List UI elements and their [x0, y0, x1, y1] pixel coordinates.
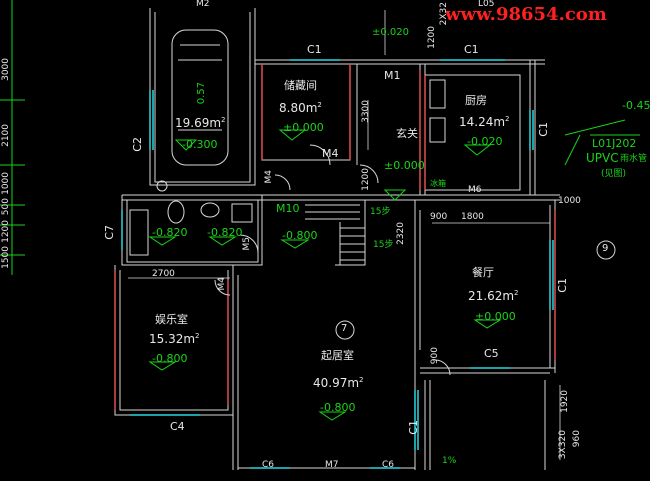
right-pipe-note: 雨水管 — [620, 154, 648, 164]
label-m4-c: M4 — [217, 277, 227, 291]
label-c1-dining-side: C1 — [556, 278, 569, 293]
label-m7: M7 — [325, 460, 339, 470]
bath1-level: -0.820 — [152, 226, 188, 239]
entertainment-name: 娱乐室 — [155, 313, 188, 326]
dim-900-a: 900 — [430, 212, 448, 222]
label-c1-top-left: C1 — [307, 43, 322, 56]
dim-3300: 3300 — [361, 100, 371, 123]
stair-steps-b: 15步 — [373, 240, 394, 250]
bath2-level: -0.820 — [207, 226, 243, 239]
left-axis-500: 500 — [1, 198, 11, 216]
foyer-level: ±0.000 — [384, 159, 425, 172]
hall-small-level: -0.800 — [282, 229, 318, 242]
dim-960: 960 — [572, 430, 582, 448]
dim-1200-mid: 1200 — [361, 168, 371, 191]
left-axis-1500: 1500 — [1, 246, 11, 269]
dining-level: ±0.000 — [475, 310, 516, 323]
cold-room-name: 储藏间 — [284, 79, 317, 92]
entertainment-area: 15.32m2 — [149, 332, 200, 346]
right-pipe: UPVC — [586, 151, 619, 165]
dim-1000: 1000 — [558, 196, 581, 206]
circle-mark-9: 9 — [602, 243, 609, 254]
right-pipe-note2: (见图) — [601, 169, 627, 179]
garage-level: -0.300 — [182, 138, 218, 151]
label-c7: C7 — [103, 225, 116, 240]
bath-fixtures — [129, 79, 446, 256]
left-axis-1000: 1000 — [1, 172, 11, 195]
label-c1-kitchen-side: C1 — [537, 122, 550, 137]
label-c6-left: C6 — [262, 460, 275, 470]
label-m5: M5 — [242, 237, 252, 251]
door-swings — [214, 144, 451, 376]
label-m4-b: M4 — [264, 170, 274, 184]
dining-area: 21.62m2 — [468, 289, 519, 303]
foyer-name: 玄关 — [396, 127, 418, 140]
entertainment-level: -0.800 — [152, 352, 188, 365]
label-m10: M10 — [276, 202, 300, 215]
left-axis-2100: 2100 — [1, 124, 11, 147]
label-m2: M2 — [196, 0, 210, 9]
circle-mark-7: 7 — [341, 323, 348, 334]
label-c2: C2 — [131, 137, 144, 152]
left-axis-1200: 1200 — [1, 220, 11, 243]
dim-1920: 1920 — [560, 390, 570, 413]
axis-lines — [0, 0, 640, 275]
label-c6-right: C6 — [382, 460, 395, 470]
dim-2320: 2320 — [396, 222, 406, 245]
label-m4-a: M4 — [322, 147, 339, 160]
dim-1200-top: 1200 — [427, 26, 437, 49]
dim-top-level: ±0.020 — [372, 27, 410, 38]
car-outline — [156, 29, 229, 192]
cold-room-area: 8.80m2 — [279, 101, 322, 115]
garage-area: 19.69m2 — [175, 116, 226, 130]
kitchen-level: -0.020 — [467, 135, 503, 148]
dim-900-b: 900 — [430, 347, 440, 365]
label-l05: L05 — [478, 0, 495, 9]
level-markers — [148, 129, 502, 421]
red-wall-lines — [114, 64, 556, 410]
dimension-lines — [128, 10, 561, 460]
kitchen-name: 厨房 — [465, 94, 487, 107]
dim-2x32: 2X32 — [439, 2, 449, 26]
dim-1800: 1800 — [461, 212, 484, 222]
dim-2700: 2700 — [152, 269, 175, 279]
left-axis-3000: 3000 — [1, 58, 11, 81]
dim-3x320: 3X320 — [558, 430, 568, 460]
label-m6: M6 — [468, 185, 482, 195]
living-level: -0.800 — [320, 401, 356, 414]
slope-label: 1% — [442, 456, 457, 466]
label-c1-top-right: C1 — [464, 43, 479, 56]
circle-marks — [335, 240, 616, 340]
stairs — [300, 199, 366, 266]
cold-room-level: ±0.000 — [283, 121, 324, 134]
right-ref: L01J202 — [592, 137, 637, 150]
label-c1-living-side: C1 — [407, 420, 420, 435]
stair-steps-a: 15步 — [370, 207, 391, 217]
living-name: 起居室 — [321, 349, 354, 362]
dining-name: 餐厅 — [472, 266, 494, 279]
label-c4: C4 — [170, 420, 185, 433]
kitchen-fridge-label: 冰箱 — [430, 179, 446, 188]
label-c5: C5 — [484, 347, 499, 360]
watermark-text: www.98654.com — [445, 4, 607, 25]
garage-rotated-label: 0.57 — [196, 82, 207, 105]
living-area: 40.97m2 — [313, 376, 364, 390]
right-level: -0.45 — [622, 99, 650, 112]
kitchen-area: 14.24m2 — [459, 115, 510, 129]
label-m1: M1 — [384, 69, 401, 82]
window-lines — [121, 59, 554, 469]
